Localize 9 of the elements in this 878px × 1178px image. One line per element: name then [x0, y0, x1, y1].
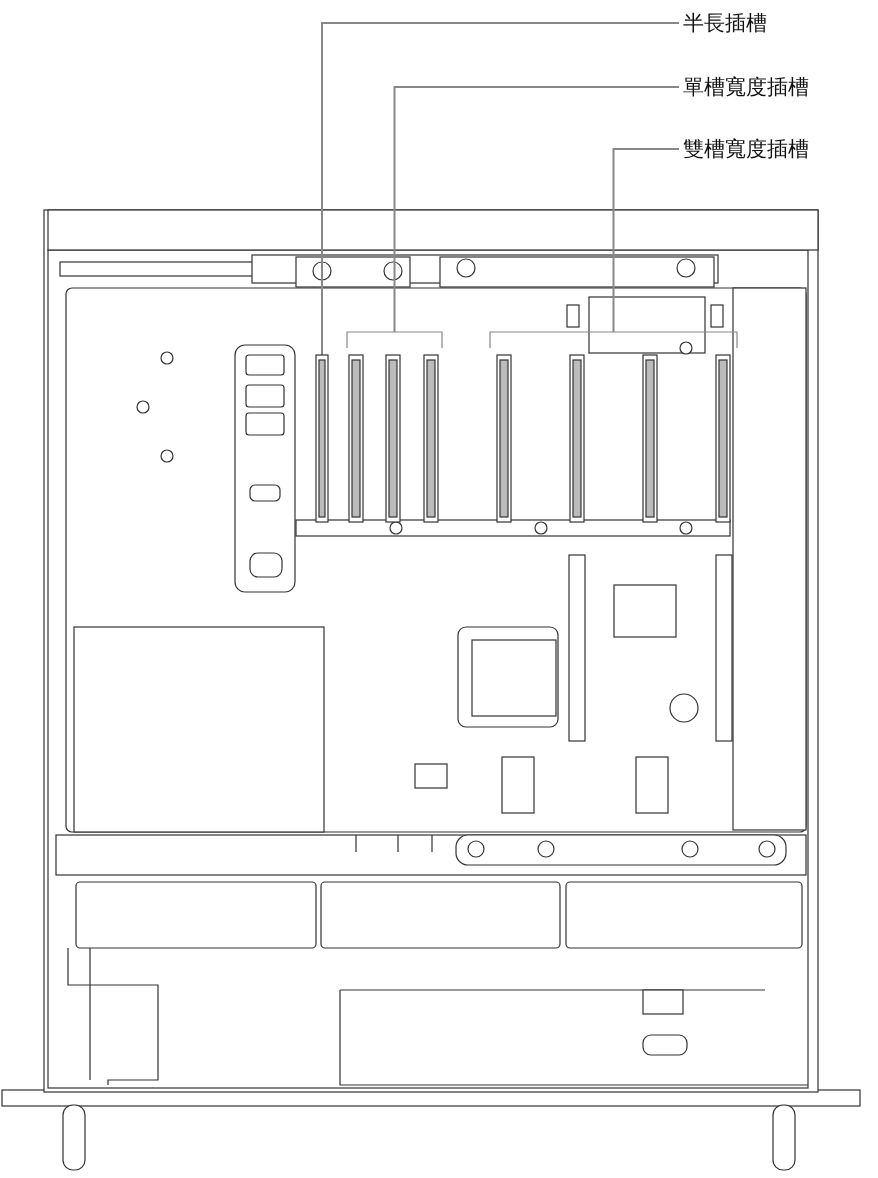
- slot-group: [489, 331, 738, 523]
- slot-label: 單槽寬度插槽: [683, 74, 809, 100]
- slot-label: 雙槽寬度插槽: [683, 136, 809, 162]
- leader-line: [321, 22, 680, 356]
- slot-label: 半長插槽: [683, 10, 767, 36]
- leader-line: [612, 148, 680, 333]
- pcie-slot: [315, 354, 329, 523]
- slot-group: [346, 331, 443, 523]
- leader-line: [393, 86, 680, 333]
